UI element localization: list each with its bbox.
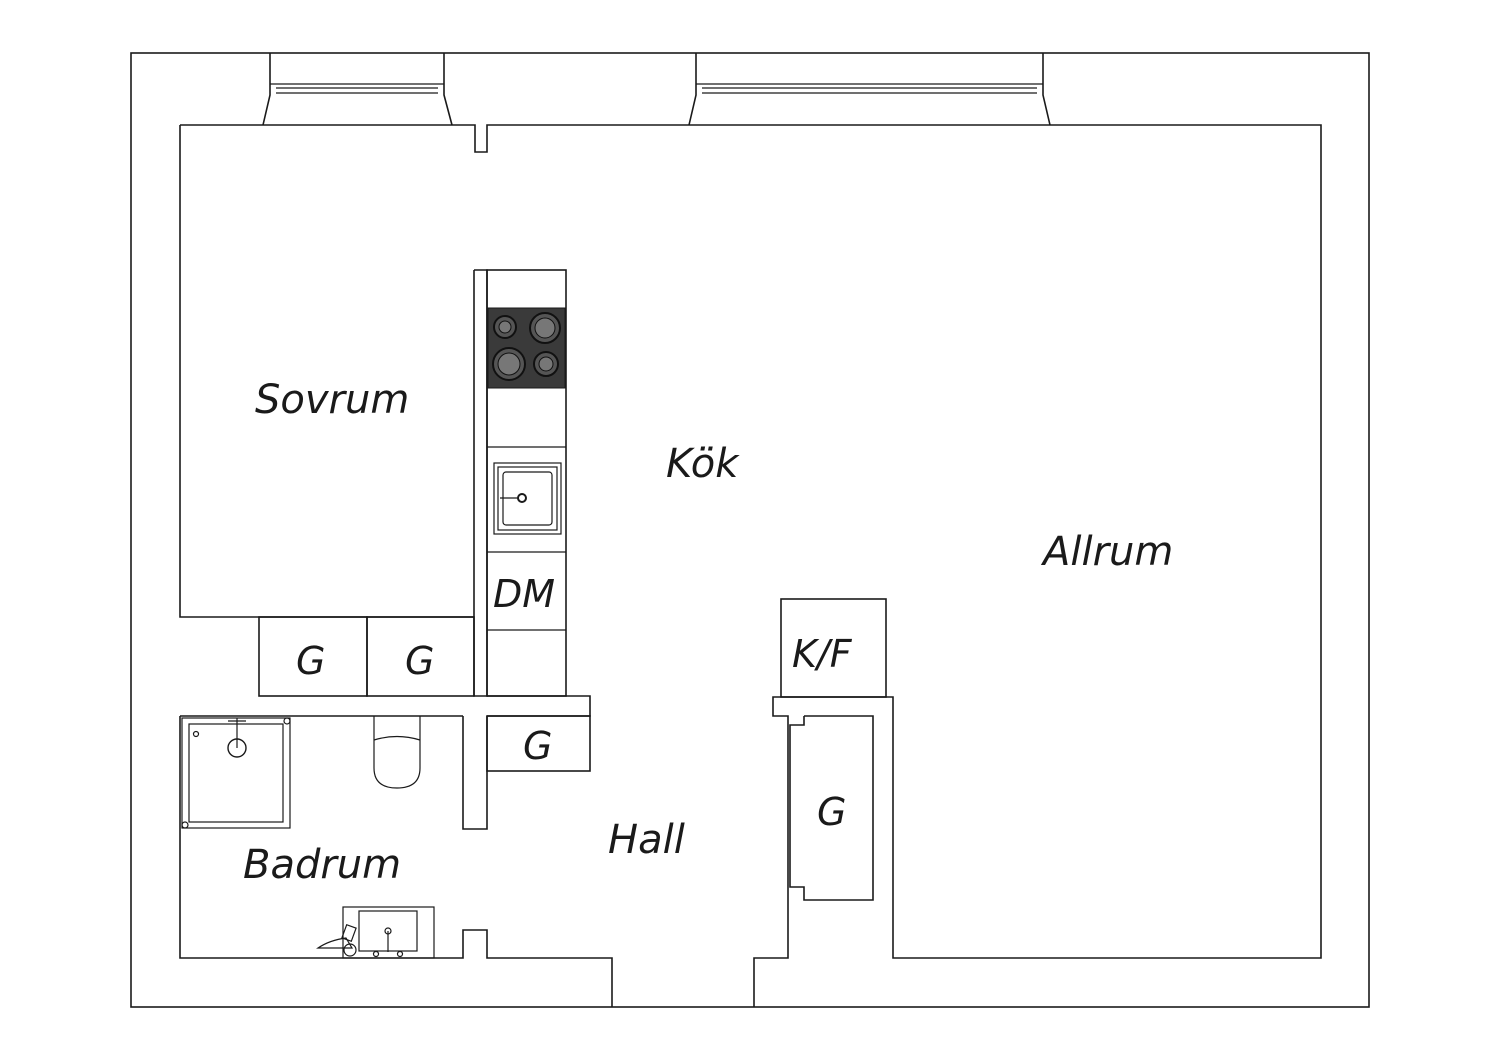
closet-right bbox=[789, 715, 874, 901]
label-closet-right: G bbox=[817, 790, 846, 834]
room-label-badrum: Badrum bbox=[243, 842, 401, 888]
window-left bbox=[262, 53, 453, 126]
sink-icon bbox=[493, 462, 562, 535]
label-kf: K/F bbox=[792, 632, 853, 676]
toilet-icon bbox=[373, 716, 421, 789]
label-closet-1: G bbox=[296, 639, 325, 683]
outer-boundary bbox=[130, 52, 1370, 1008]
inner-wall-left bbox=[179, 125, 474, 618]
inner-wall bbox=[180, 124, 1322, 1007]
label-closet-hall: G bbox=[523, 724, 552, 768]
label-dm: DM bbox=[493, 572, 555, 616]
bathroom-sink-icon bbox=[316, 906, 435, 959]
room-label-hall: Hall bbox=[608, 817, 685, 863]
label-closet-2: G bbox=[405, 639, 434, 683]
fridge-freezer bbox=[780, 598, 887, 698]
room-label-kok: Kök bbox=[666, 441, 740, 487]
window-right bbox=[688, 53, 1051, 126]
inner-wall-bottom-left bbox=[179, 716, 613, 1007]
stove-icon bbox=[487, 307, 566, 389]
room-label-allrum: Allrum bbox=[1040, 529, 1173, 575]
shower-icon bbox=[181, 717, 291, 829]
room-label-sovrum: Sovrum bbox=[255, 377, 409, 423]
